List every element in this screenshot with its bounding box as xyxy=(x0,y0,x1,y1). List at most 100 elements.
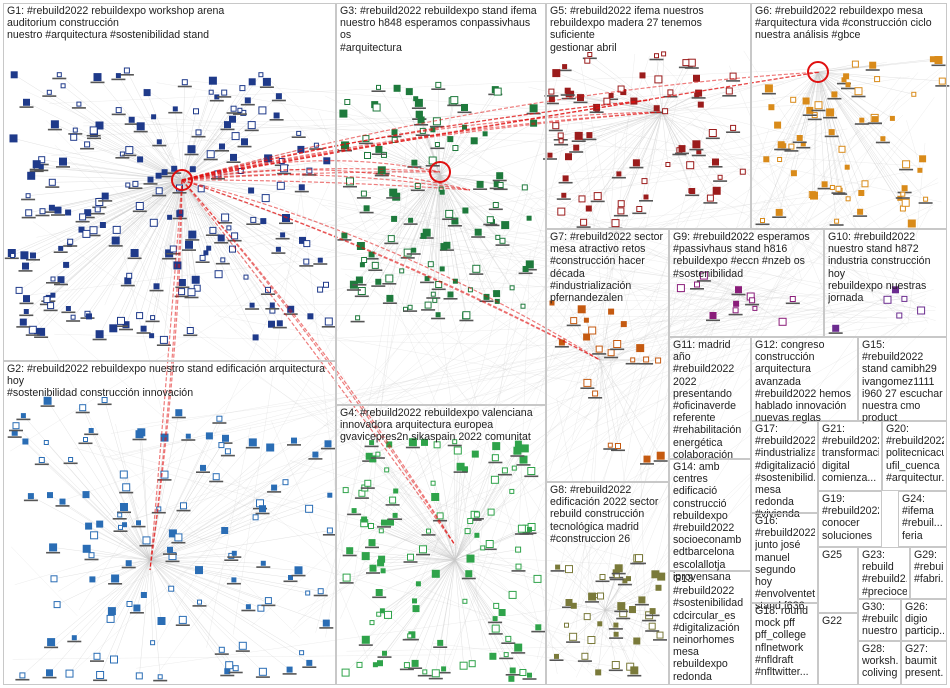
node-label-mark xyxy=(851,95,866,98)
edge xyxy=(345,489,456,561)
node xyxy=(248,187,255,194)
node-label-mark xyxy=(706,319,720,322)
edge xyxy=(636,111,663,163)
node xyxy=(288,575,293,580)
node xyxy=(221,213,230,222)
node xyxy=(693,74,700,82)
node-label-mark xyxy=(175,286,190,289)
edge xyxy=(454,559,538,580)
edge xyxy=(181,179,330,322)
node-label-mark xyxy=(402,638,417,641)
node-label-mark xyxy=(117,511,131,514)
node xyxy=(306,659,313,666)
node-label-mark xyxy=(235,650,250,652)
node-label-mark xyxy=(80,216,95,219)
edge xyxy=(138,117,758,327)
edge xyxy=(559,303,718,608)
edge xyxy=(661,111,717,191)
node xyxy=(375,145,383,153)
node-label-mark xyxy=(592,353,607,355)
node xyxy=(403,662,410,669)
node-label-mark xyxy=(67,640,82,643)
edge xyxy=(575,53,636,630)
node-label-mark xyxy=(309,148,324,150)
edge xyxy=(163,179,183,340)
node xyxy=(78,226,85,233)
node xyxy=(440,243,448,251)
node xyxy=(592,390,599,397)
group-g27: G27: baumit present... xyxy=(901,641,947,685)
edge xyxy=(133,319,858,520)
edge xyxy=(606,370,643,577)
edge xyxy=(350,174,441,182)
node xyxy=(527,526,532,532)
edge xyxy=(149,442,254,561)
node xyxy=(261,194,270,203)
node xyxy=(355,276,363,284)
node-label-mark xyxy=(205,234,220,236)
node xyxy=(380,568,386,574)
node xyxy=(838,145,846,153)
edge xyxy=(345,273,592,422)
edge xyxy=(597,609,606,673)
node xyxy=(492,616,498,622)
node xyxy=(565,599,573,606)
edge xyxy=(439,174,530,219)
highlight-edge xyxy=(181,99,651,181)
edge xyxy=(44,152,911,299)
node-label-mark xyxy=(86,234,101,237)
edge xyxy=(817,71,923,159)
edge xyxy=(377,454,456,561)
node xyxy=(84,209,92,217)
node xyxy=(917,306,926,315)
node xyxy=(389,188,398,197)
node xyxy=(173,261,182,270)
edge xyxy=(549,111,663,156)
node xyxy=(361,552,370,561)
node xyxy=(441,666,447,672)
edge xyxy=(745,181,863,322)
node xyxy=(112,225,121,234)
edge xyxy=(439,515,456,561)
edge xyxy=(353,271,403,582)
group-g22-label: G22 xyxy=(822,615,843,627)
group-g4-label: G4: #rebuild2022 rebuildexpo valenciana … xyxy=(340,407,533,444)
node xyxy=(655,584,662,591)
edge xyxy=(181,179,191,331)
node-label-mark xyxy=(400,257,415,259)
node xyxy=(68,457,74,462)
node xyxy=(239,85,246,92)
edge xyxy=(604,609,617,626)
edge xyxy=(105,282,901,458)
node-label-mark xyxy=(120,284,135,287)
edge xyxy=(508,177,938,470)
node-label-mark xyxy=(511,652,526,654)
node xyxy=(187,288,196,297)
node xyxy=(643,194,649,200)
group-g25: G25 xyxy=(818,547,858,613)
edge xyxy=(439,371,576,678)
node xyxy=(168,585,175,592)
edge xyxy=(536,208,912,283)
node xyxy=(774,121,782,129)
node xyxy=(509,488,515,494)
node-label-mark xyxy=(420,281,435,284)
node-label-mark xyxy=(386,197,401,199)
node-label-mark xyxy=(558,181,573,184)
edge xyxy=(78,103,183,181)
edge xyxy=(136,559,151,609)
edge xyxy=(367,183,869,493)
node-label-mark xyxy=(609,637,624,639)
edge xyxy=(372,458,456,561)
edge xyxy=(661,111,683,149)
node xyxy=(384,610,392,619)
node xyxy=(191,275,200,284)
node xyxy=(342,487,349,494)
node xyxy=(686,161,695,170)
node xyxy=(151,114,157,120)
node-label-mark xyxy=(556,198,571,200)
group-g5-label: G5: #rebuild2022 ifema nuestros rebuilde… xyxy=(550,5,704,54)
node xyxy=(65,306,71,311)
edge xyxy=(703,328,769,331)
node xyxy=(57,276,65,284)
